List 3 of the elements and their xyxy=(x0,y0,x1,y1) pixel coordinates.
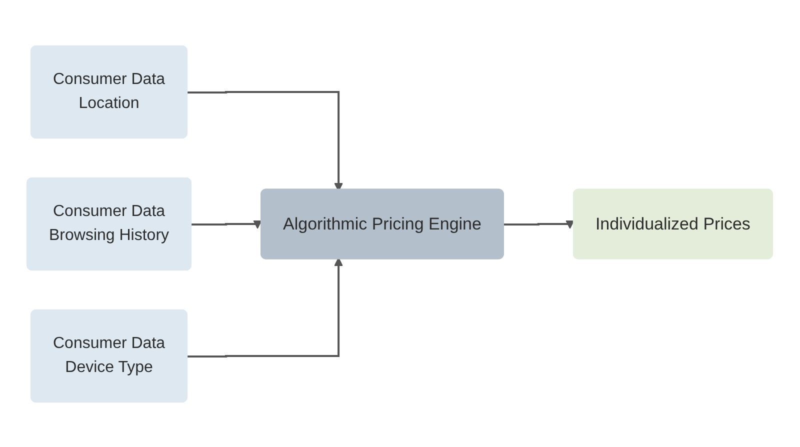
arrow xyxy=(188,256,344,357)
arrow xyxy=(192,220,262,228)
arrow xyxy=(504,220,575,228)
